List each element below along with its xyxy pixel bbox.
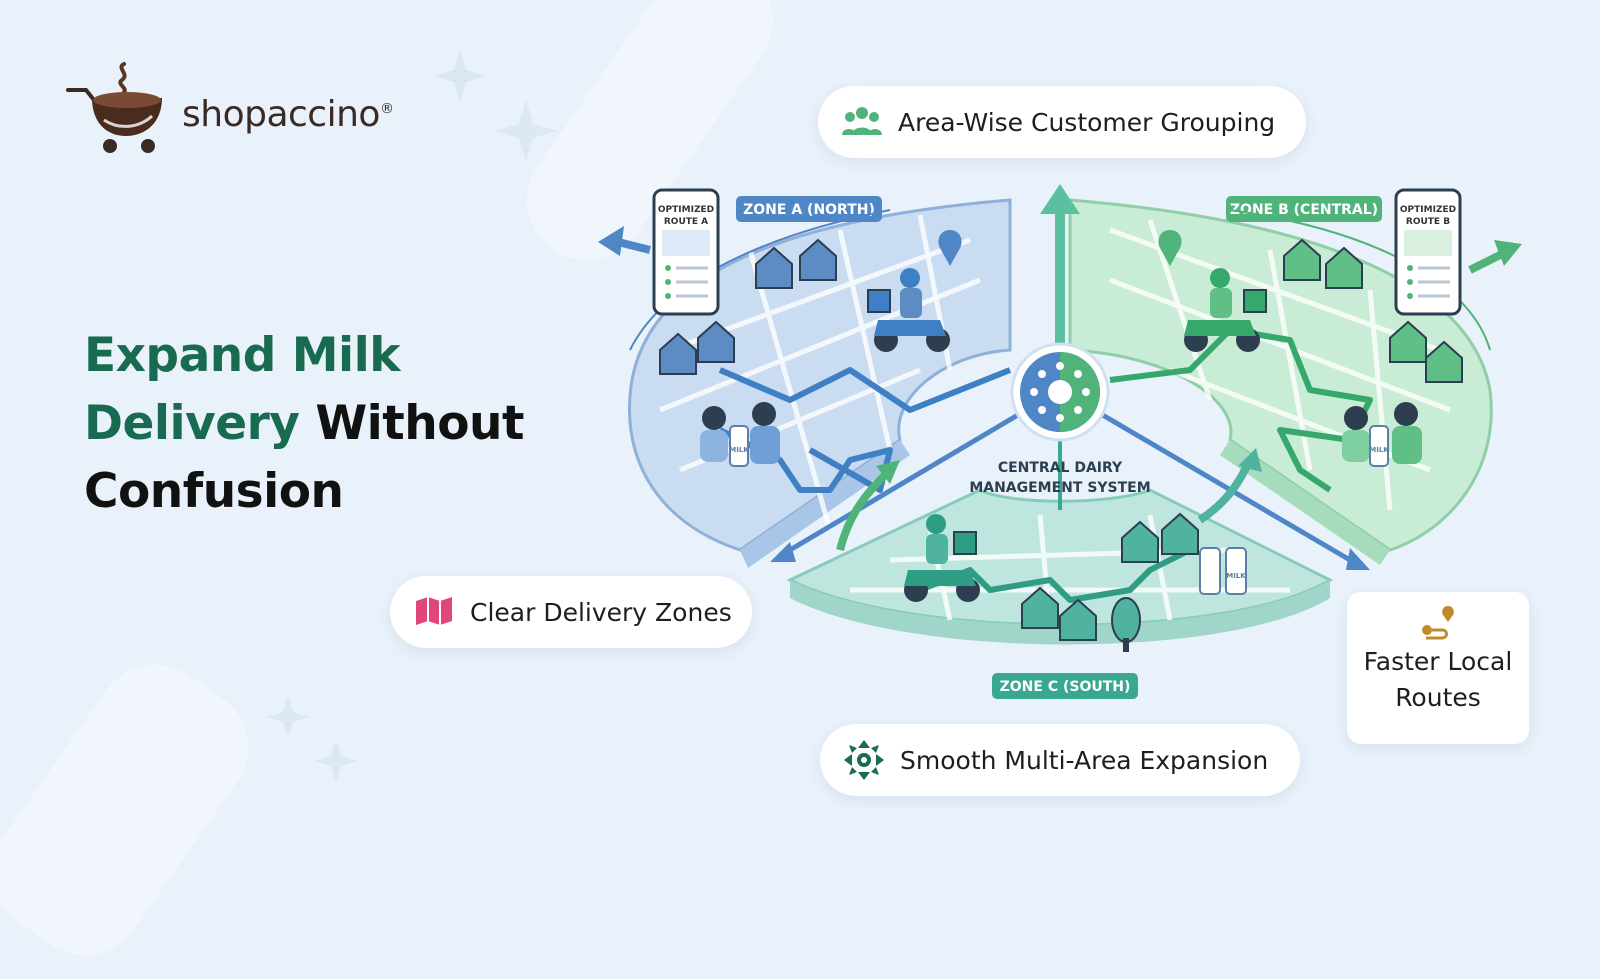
feature-faster-routes: Faster Local Routes	[1347, 592, 1529, 744]
map-pins	[938, 230, 1182, 266]
houses	[659, 238, 837, 375]
background-streak	[0, 641, 272, 979]
route-pin-icon	[1347, 604, 1529, 644]
feature-area-grouping-label: Area-Wise Customer Grouping	[898, 107, 1276, 137]
headline-line2-black: Without	[315, 396, 524, 451]
brand-name: shopaccino®	[182, 94, 394, 135]
scooter-rider-c	[904, 514, 980, 602]
svg-text:OPTIMIZED: OPTIMIZED	[658, 205, 714, 215]
brand-logo[interactable]: shopaccino®	[64, 60, 444, 160]
feature-clear-zones-label: Clear Delivery Zones	[470, 597, 732, 627]
zone-c-badge	[992, 673, 1138, 699]
zone-a-badge	[736, 196, 882, 222]
scooter-rider-a	[867, 268, 950, 352]
scooter-rider-b	[1184, 268, 1267, 352]
svg-text:OPTIMIZED: OPTIMIZED	[1400, 205, 1456, 215]
map-zones-icon	[412, 590, 456, 634]
feature-faster-routes-line2: Routes	[1395, 683, 1481, 712]
hub-title-line2: MANAGEMENT SYSTEM	[969, 480, 1150, 496]
feature-clear-zones: Clear Delivery Zones	[390, 576, 752, 648]
svg-text:MILK: MILK	[1226, 572, 1246, 580]
feature-smooth-expansion-label: Smooth Multi-Area Expansion	[900, 745, 1269, 775]
zone-b-label: ZONE B (CENTRAL)	[1230, 202, 1378, 218]
hub-title-line1: CENTRAL DAIRY	[998, 460, 1123, 476]
svg-text:ROUTE B: ROUTE B	[1406, 217, 1450, 227]
delivery-zones-diagram: CENTRAL DAIRY MANAGEMENT SYSTEM ZONE A (…	[598, 184, 1522, 699]
phone-route-b: OPTIMIZED ROUTE B	[1394, 188, 1462, 316]
phone-route-a: OPTIMIZED ROUTE A	[652, 188, 720, 316]
expand-network-icon	[842, 738, 886, 782]
feature-smooth-expansion: Smooth Multi-Area Expansion	[820, 724, 1300, 796]
tree	[1111, 597, 1141, 652]
sparkle-decoration	[434, 50, 557, 162]
svg-text:ROUTE A: ROUTE A	[664, 217, 708, 227]
customers-b: MILK	[1342, 402, 1422, 467]
headline-line2-green: Delivery	[84, 396, 300, 451]
zone-a-label: ZONE A (NORTH)	[743, 202, 875, 218]
coffee-cart-icon	[66, 62, 162, 153]
svg-text:MILK: MILK	[729, 446, 749, 454]
svg-text:MILK: MILK	[1369, 446, 1389, 454]
sparkle-decoration	[267, 696, 357, 782]
page-headline: Expand Milk Delivery Without Confusion	[84, 322, 564, 526]
headline-line3: Confusion	[84, 464, 344, 519]
milk-bottles-c: MILK	[1199, 547, 1247, 595]
headline-line1: Expand Milk	[84, 328, 401, 383]
zone-c-label: ZONE C (SOUTH)	[1000, 679, 1131, 695]
customers-a: MILK	[700, 402, 780, 467]
feature-faster-routes-line1: Faster Local	[1363, 647, 1513, 676]
people-group-icon	[840, 100, 884, 144]
feature-area-grouping: Area-Wise Customer Grouping	[818, 86, 1306, 158]
